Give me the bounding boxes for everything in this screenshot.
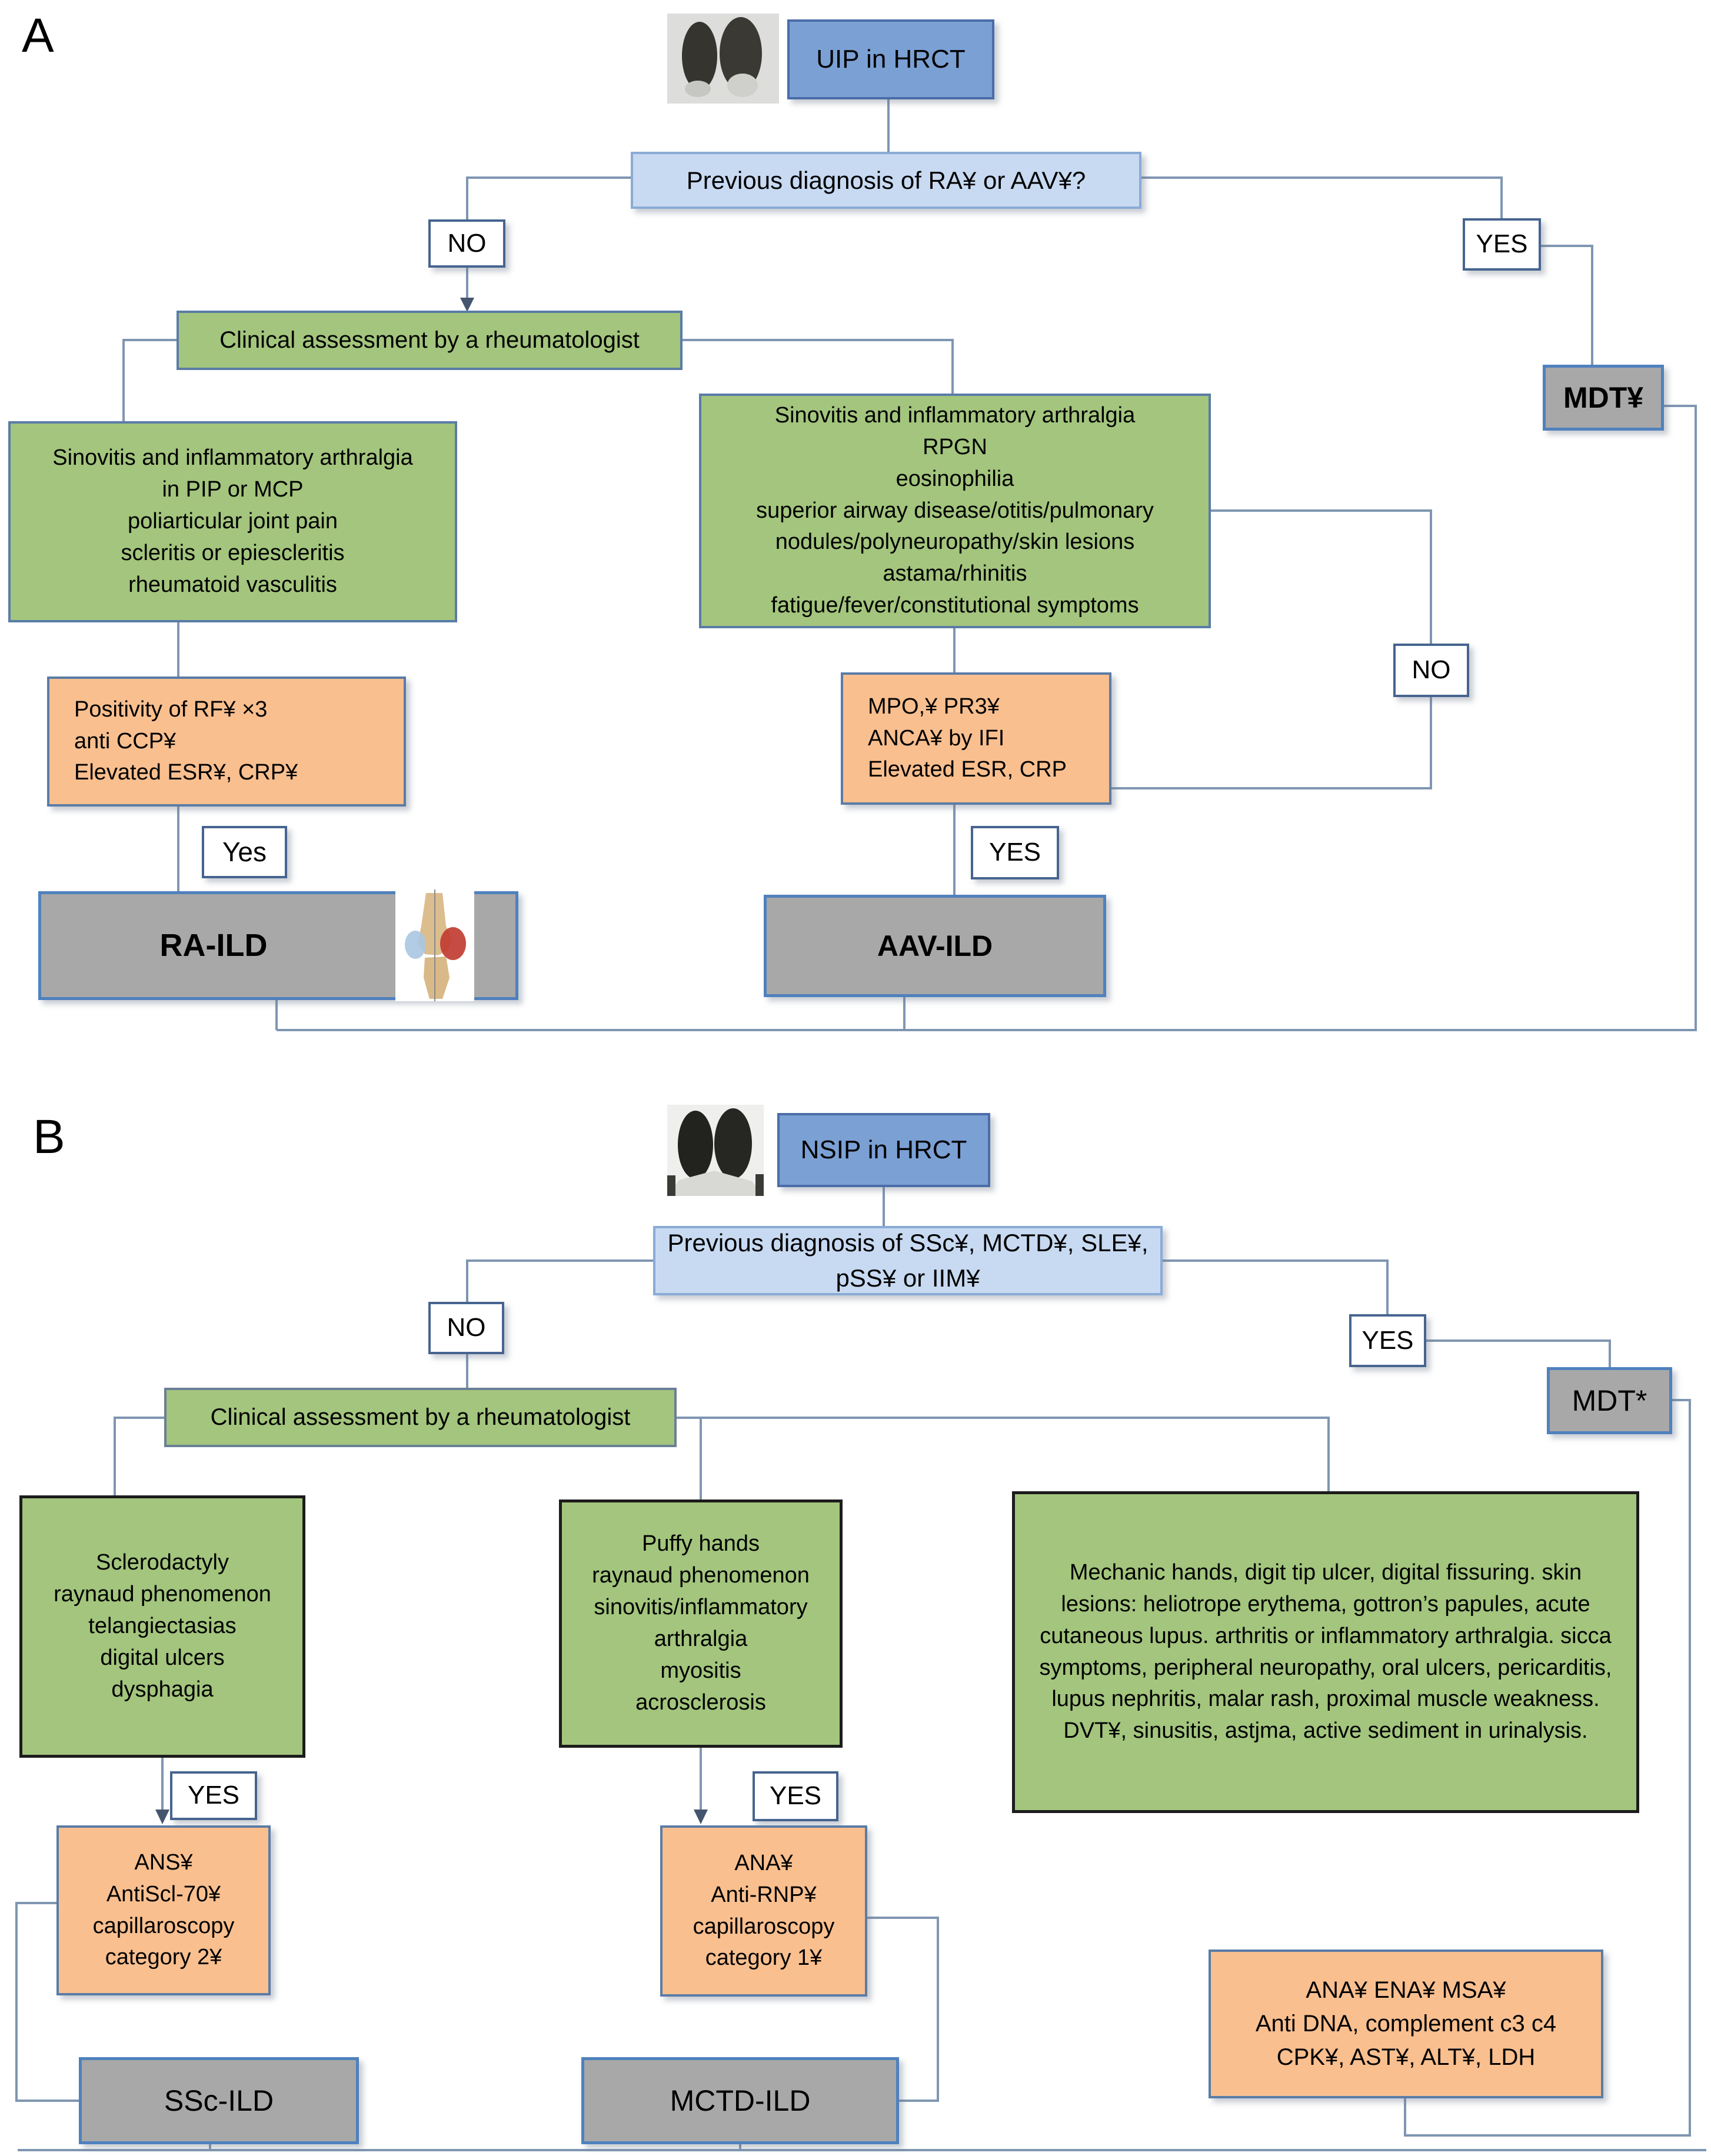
node-labs-ssc: ANS¥ AntiScl-70¥ capillaroscopy category… bbox=[56, 1825, 271, 1995]
node-uip-hrct-label: UIP in HRCT bbox=[816, 44, 966, 74]
node-assessment-a: Clinical assessment by a rheumatologist bbox=[177, 311, 683, 370]
node-mctd-ild-label: MCTD-ILD bbox=[670, 2084, 811, 2117]
label-no-loop-a: NO bbox=[1393, 644, 1469, 697]
label-yes-lower-left-a-text: Yes bbox=[222, 836, 267, 867]
label-yes-left-b-text: YES bbox=[187, 1781, 240, 1810]
node-ra-ild-label: RA-ILD bbox=[159, 928, 268, 964]
node-mctd-ild: MCTD-ILD bbox=[581, 2057, 899, 2144]
node-aav-ild-label: AAV-ILD bbox=[877, 929, 993, 962]
label-yes-left-b: YES bbox=[170, 1771, 257, 1820]
label-yes-a: YES bbox=[1463, 218, 1541, 271]
label-no-a: NO bbox=[428, 219, 505, 268]
node-mdt-a-label: MDT¥ bbox=[1563, 381, 1644, 414]
node-assessment-b-label: Clinical assessment by a rheumatologist bbox=[210, 1404, 631, 1431]
label-yes-b-text: YES bbox=[1362, 1325, 1414, 1355]
node-nsip-hrct: NSIP in HRCT bbox=[777, 1113, 990, 1187]
node-labs-other-text: ANA¥ ENA¥ MSA¥ Anti DNA, complement c3 c… bbox=[1255, 1977, 1557, 2070]
node-labs-ra-text: Positivity of RF¥ ×3 anti CCP¥ Elevated … bbox=[74, 697, 298, 785]
node-labs-ra: Positivity of RF¥ ×3 anti CCP¥ Elevated … bbox=[47, 677, 406, 807]
node-criteria-ssc-text: Sclerodactyly raynaud phenomenon telangi… bbox=[54, 1550, 271, 1702]
node-uip-hrct: UIP in HRCT bbox=[787, 19, 994, 99]
node-criteria-ra: Sinovitis and inflammatory arthralgia in… bbox=[8, 421, 457, 622]
node-mdt-b-label: MDT* bbox=[1572, 1384, 1647, 1417]
node-mdt-a: MDT¥ bbox=[1543, 365, 1664, 431]
knee-joint-image bbox=[395, 889, 474, 1001]
label-no-loop-a-text: NO bbox=[1412, 655, 1451, 685]
panel-a-label: A bbox=[22, 9, 54, 62]
node-criteria-ra-text: Sinovitis and inflammatory arthralgia in… bbox=[52, 445, 413, 597]
ct-scan-image-a bbox=[667, 14, 779, 104]
node-question-a: Previous diagnosis of RA¥ or AAV¥? bbox=[631, 152, 1141, 209]
node-ssc-ild: SSc-ILD bbox=[79, 2057, 359, 2144]
ct-lung-coronal-icon bbox=[667, 1105, 764, 1196]
label-yes-lower-right-a: YES bbox=[971, 826, 1059, 879]
ct-lung-coronal-icon bbox=[667, 14, 779, 104]
node-criteria-other-ctd: Mechanic hands, digit tip ulcer, digital… bbox=[1012, 1491, 1639, 1813]
node-labs-mctd: ANA¥ Anti-RNP¥ capillaroscopy category 1… bbox=[660, 1825, 867, 1997]
ct-scan-image-b bbox=[667, 1105, 764, 1196]
node-labs-mctd-text: ANA¥ Anti-RNP¥ capillaroscopy category 1… bbox=[693, 1850, 835, 1971]
node-criteria-other-ctd-text: Mechanic hands, digit tip ulcer, digital… bbox=[1039, 1559, 1612, 1744]
node-criteria-ssc: Sclerodactyly raynaud phenomenon telangi… bbox=[19, 1495, 305, 1758]
label-no-a-text: NO bbox=[447, 228, 487, 258]
inflamed-knee-joint-icon bbox=[395, 889, 474, 1001]
label-yes-mid-b-text: YES bbox=[769, 1781, 822, 1811]
node-question-b-label: Previous diagnosis of SSc¥, MCTD¥, SLE¥,… bbox=[667, 1229, 1149, 1292]
label-yes-b: YES bbox=[1349, 1314, 1426, 1367]
node-question-b: Previous diagnosis of SSc¥, MCTD¥, SLE¥,… bbox=[653, 1226, 1163, 1295]
node-criteria-aav: Sinovitis and inflammatory arthralgia RP… bbox=[699, 394, 1211, 628]
node-question-a-label: Previous diagnosis of RA¥ or AAV¥? bbox=[686, 166, 1086, 194]
label-no-b: NO bbox=[428, 1302, 504, 1354]
panel-b-label: B bbox=[33, 1110, 65, 1164]
node-mdt-b: MDT* bbox=[1547, 1367, 1672, 1434]
node-nsip-hrct-label: NSIP in HRCT bbox=[800, 1135, 967, 1164]
node-labs-aav: MPO,¥ PR3¥ ANCA¥ by IFI Elevated ESR, CR… bbox=[841, 672, 1111, 805]
label-yes-lower-left-a: Yes bbox=[202, 826, 287, 878]
node-criteria-mctd-text: Puffy hands raynaud phenomenon sinovitis… bbox=[592, 1531, 810, 1715]
node-aav-ild: AAV-ILD bbox=[764, 895, 1106, 997]
node-ssc-ild-label: SSc-ILD bbox=[164, 2084, 274, 2117]
node-criteria-mctd: Puffy hands raynaud phenomenon sinovitis… bbox=[559, 1499, 843, 1748]
label-yes-lower-right-a-text: YES bbox=[988, 838, 1041, 867]
label-yes-a-text: YES bbox=[1476, 229, 1528, 259]
node-labs-aav-text: MPO,¥ PR3¥ ANCA¥ by IFI Elevated ESR, CR… bbox=[868, 694, 1067, 782]
label-yes-mid-b: YES bbox=[753, 1771, 838, 1821]
node-labs-ssc-text: ANS¥ AntiScl-70¥ capillaroscopy category… bbox=[92, 1850, 235, 1970]
node-assessment-a-label: Clinical assessment by a rheumatologist bbox=[219, 327, 640, 354]
node-criteria-aav-text: Sinovitis and inflammatory arthralgia RP… bbox=[756, 402, 1154, 618]
node-labs-other: ANA¥ ENA¥ MSA¥ Anti DNA, complement c3 c… bbox=[1209, 1950, 1603, 2098]
node-assessment-b: Clinical assessment by a rheumatologist bbox=[164, 1388, 677, 1447]
label-no-b-text: NO bbox=[447, 1313, 486, 1342]
